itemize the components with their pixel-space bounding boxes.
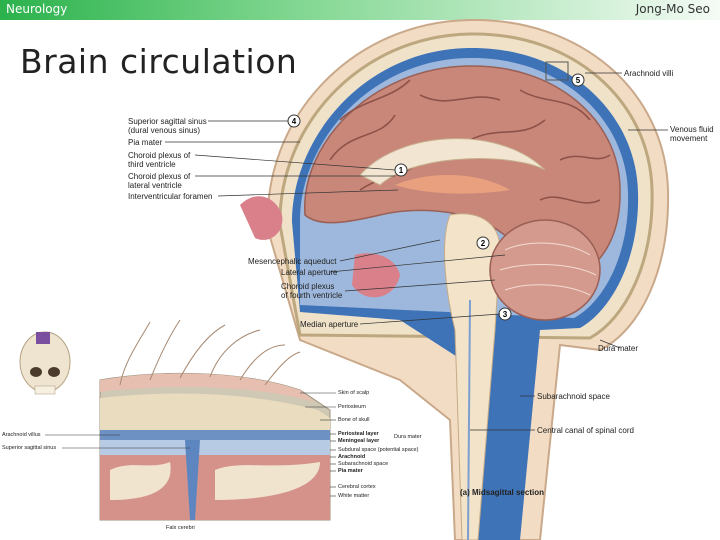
third-ventricle [395, 174, 510, 194]
label-venous-fluid-2: movement [670, 134, 708, 143]
label-choroid-plexus-third-1: Choroid plexus of [128, 151, 191, 160]
label-choroid-plexus-fourth-2: of fourth ventricle [281, 291, 343, 300]
marker-3: 3 [503, 310, 508, 319]
cerebellum-folia [499, 242, 597, 296]
label-central-canal: Central canal of spinal cord [537, 426, 634, 435]
course-name: Neurology [6, 2, 68, 16]
figure-caption: (a) Midsagittal section [460, 488, 545, 497]
header-bar: Neurology Jong-Mo Seo [0, 0, 720, 20]
small-skull-icon [19, 331, 71, 395]
author-name: Jong-Mo Seo [635, 2, 710, 16]
inset-label-arachnoid-villus: Arachnoid villus [2, 432, 41, 438]
gyri-lines [329, 79, 611, 204]
meninges-inset [99, 372, 331, 521]
inset-label-cortex: Cerebral cortex [338, 484, 376, 490]
inset-label-falx-cerebri: Falx cerebri [166, 525, 195, 531]
label-venous-fluid-1: Venous fluid [670, 125, 714, 134]
frontal-sinus [240, 196, 283, 240]
corpus-callosum [359, 138, 546, 186]
label-lateral-aperture: Lateral aperture [281, 268, 338, 277]
inset-label-periosteal: Periosteal layer [338, 431, 379, 437]
slide-title: Brain circulation [20, 42, 298, 81]
inset-label-meningeal: Meningeal layer [338, 438, 380, 444]
marker-4: 4 [292, 117, 297, 126]
brainstem [444, 213, 501, 540]
inset-label-white-matter: White matter [338, 493, 370, 499]
inset-label-dura-mater: Dura mater [394, 434, 422, 440]
label-median-aperture: Median aperture [300, 320, 359, 329]
label-mesencephalic-aqueduct: Mesencephalic aqueduct [248, 257, 337, 266]
spinal-canal [467, 299, 471, 540]
inset-label-arachnoid: Arachnoid [338, 454, 366, 460]
label-superior-sagittal-sinus: Superior sagittal sinus [128, 117, 207, 126]
leader-lines-left [165, 120, 506, 325]
inset-label-subdural: Subdural space (potential space) [338, 447, 419, 453]
inset-leader-lines [45, 392, 336, 497]
label-choroid-plexus-fourth-1: Choroid plexus [281, 282, 335, 291]
label-choroid-plexus-lateral-2: lateral ventricle [128, 181, 182, 190]
arachnoid-villi-box [545, 61, 569, 81]
leader-lines-right [470, 72, 668, 431]
marker-2: 2 [481, 239, 486, 248]
label-choroid-plexus-lateral-1: Choroid plexus of [128, 172, 191, 181]
sphenoid-sinus [352, 253, 400, 298]
inset-label-pia: Pia mater [338, 468, 363, 474]
label-interventricular-foramen: Interventricular foramen [128, 192, 213, 201]
inset-label-periosteum: Periosteum [338, 404, 366, 410]
label-subarachnoid-space: Subarachnoid space [537, 392, 610, 401]
marker-5: 5 [576, 76, 581, 85]
inset-label-bone: Bone of skull [338, 417, 370, 423]
hair-strands [119, 319, 301, 386]
inset-label-subarachnoid: Subarachnoid space [338, 461, 389, 467]
label-dura-mater: Dura mater [598, 344, 639, 353]
label-arachnoid-villi: Arachnoid villi [624, 69, 674, 78]
label-pia-mater: Pia mater [128, 138, 163, 147]
marker-1: 1 [399, 166, 404, 175]
inset-label-sagittal-sinus: Superior sagittal sinus [2, 445, 57, 451]
label-dural-venous-sinus: (dural venous sinus) [128, 126, 201, 135]
label-choroid-plexus-third-2: third ventricle [128, 160, 176, 169]
inset-label-skin: Skin of scalp [338, 390, 370, 396]
